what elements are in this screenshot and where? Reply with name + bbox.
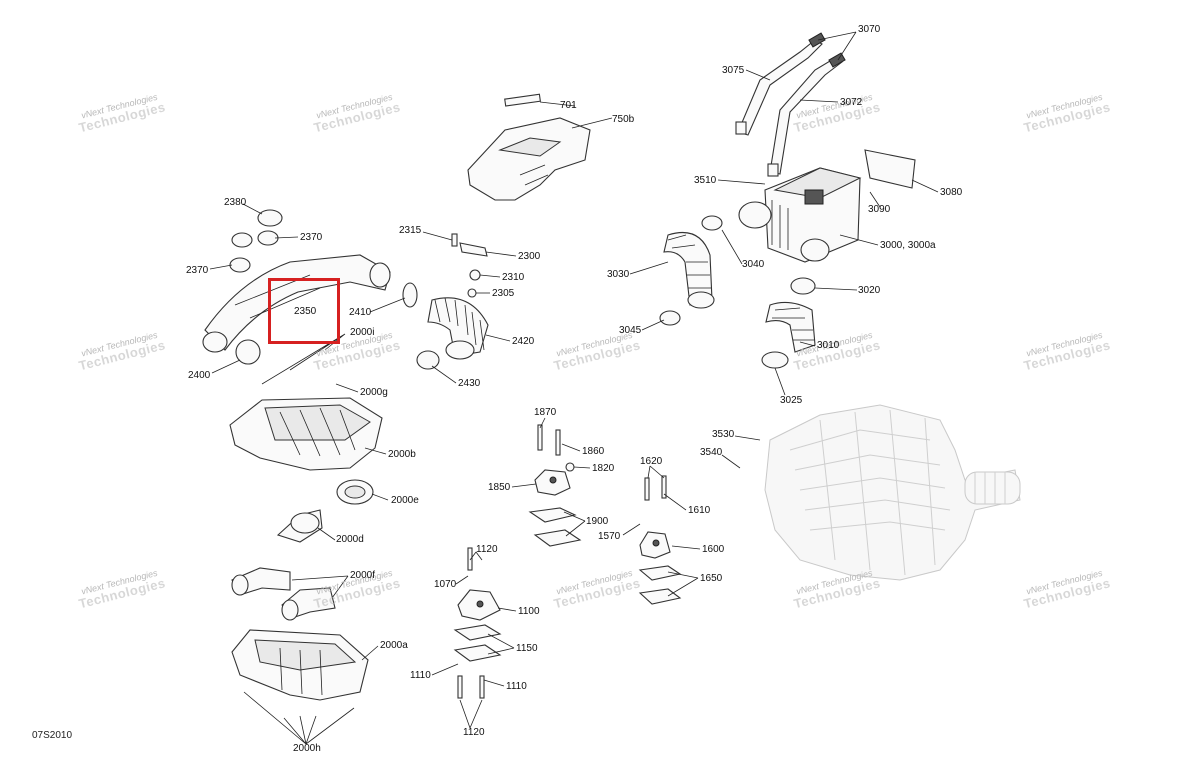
engine-assembly bbox=[764, 404, 1021, 581]
part-label-2410[interactable]: 2410 bbox=[349, 307, 372, 318]
part-label-1110[interactable]: 1110 bbox=[506, 681, 527, 692]
part-label-2000a[interactable]: 2000a bbox=[380, 640, 408, 651]
part-label-3510[interactable]: 3510 bbox=[694, 175, 717, 186]
leader-lines bbox=[209, 31, 939, 745]
part-label-2400[interactable]: 2400 bbox=[188, 370, 211, 381]
intake-manifold-2000b bbox=[229, 397, 383, 471]
part-label-1570[interactable]: 1570 bbox=[598, 531, 621, 542]
part-label-3040[interactable]: 3040 bbox=[742, 259, 765, 270]
part-label-2300[interactable]: 2300 bbox=[518, 251, 541, 262]
diagram-code: 07S2010 bbox=[32, 730, 73, 741]
part-label-3025[interactable]: 3025 bbox=[780, 395, 803, 406]
tube-parts-2000 bbox=[231, 479, 374, 621]
part-label-2000b[interactable]: 2000b bbox=[388, 449, 416, 460]
hose-2420 bbox=[402, 282, 489, 370]
part-label-1100[interactable]: 1100 bbox=[518, 606, 540, 617]
part-label-3045[interactable]: 3045 bbox=[619, 325, 642, 336]
part-label-2315[interactable]: 2315 bbox=[399, 225, 422, 236]
part-label-1150[interactable]: 1150 bbox=[516, 643, 538, 654]
part-label-3540[interactable]: 3540 bbox=[700, 447, 723, 458]
plenum-2000a bbox=[231, 629, 369, 701]
part-label-1600[interactable]: 1600 bbox=[702, 544, 725, 555]
part-label-3000[interactable]: 3000, 3000a bbox=[880, 240, 936, 251]
part-label-2350[interactable]: 2350 bbox=[294, 306, 317, 317]
intercooler-3000 bbox=[738, 149, 916, 263]
part-label-1850[interactable]: 1850 bbox=[488, 482, 511, 493]
part-label-2000g[interactable]: 2000g bbox=[360, 387, 388, 398]
engine-mount-1850 bbox=[528, 424, 582, 547]
part-label-1900[interactable]: 1900 bbox=[586, 516, 609, 527]
part-label-1610[interactable]: 1610 bbox=[688, 505, 711, 516]
part-label-1650[interactable]: 1650 bbox=[700, 573, 723, 584]
part-label-2000i[interactable]: 2000i bbox=[350, 327, 375, 338]
part-label-1120[interactable]: 1120 bbox=[463, 727, 485, 738]
air-duct-2350 bbox=[202, 209, 391, 365]
part-label-3530[interactable]: 3530 bbox=[712, 429, 735, 440]
part-label-2305[interactable]: 2305 bbox=[492, 288, 515, 299]
part-label-2000f[interactable]: 2000f bbox=[350, 570, 376, 581]
engine-mount-1100 bbox=[453, 547, 502, 699]
small-fittings-2300 bbox=[451, 233, 488, 298]
part-label-3072[interactable]: 3072 bbox=[840, 97, 863, 108]
part-label-3020[interactable]: 3020 bbox=[858, 285, 881, 296]
hose-3030 bbox=[659, 215, 723, 326]
part-label-1620[interactable]: 1620 bbox=[640, 456, 663, 467]
part-label-2370[interactable]: 2370 bbox=[186, 265, 209, 276]
part-label-1870[interactable]: 1870 bbox=[534, 407, 557, 418]
part-label-3070[interactable]: 3070 bbox=[858, 24, 881, 35]
part-label-2310[interactable]: 2310 bbox=[502, 272, 525, 283]
strap-parts bbox=[735, 32, 846, 177]
part-label-1820[interactable]: 1820 bbox=[592, 463, 615, 474]
part-label-2380[interactable]: 2380 bbox=[224, 197, 247, 208]
part-label-3080[interactable]: 3080 bbox=[940, 187, 963, 198]
part-label-2430[interactable]: 2430 bbox=[458, 378, 481, 389]
part-label-2000e[interactable]: 2000e bbox=[391, 495, 419, 506]
part-label-3075[interactable]: 3075 bbox=[722, 65, 745, 76]
part-label-2370[interactable]: 2370 bbox=[300, 232, 323, 243]
part-label-3090[interactable]: 3090 bbox=[868, 204, 891, 215]
hose-3010 bbox=[761, 277, 816, 369]
part-label-3030[interactable]: 3030 bbox=[607, 269, 630, 280]
engine-mount-1600 bbox=[638, 475, 682, 605]
part-label-2000h[interactable]: 2000h bbox=[293, 743, 321, 754]
part-label-3010[interactable]: 3010 bbox=[817, 340, 840, 351]
selected-part-highlight[interactable] bbox=[268, 278, 340, 344]
part-label-701[interactable]: 701 bbox=[560, 100, 577, 111]
part-label-2000d[interactable]: 2000d bbox=[336, 534, 364, 545]
part-label-2420[interactable]: 2420 bbox=[512, 336, 535, 347]
part-label-1120[interactable]: 1120 bbox=[476, 544, 498, 555]
part-label-1110[interactable]: 1110 bbox=[410, 670, 431, 681]
part-label-1860[interactable]: 1860 bbox=[582, 446, 605, 457]
engine-cover-750b bbox=[467, 93, 591, 201]
part-label-1070[interactable]: 1070 bbox=[434, 579, 457, 590]
part-label-750b[interactable]: 750b bbox=[612, 114, 635, 125]
